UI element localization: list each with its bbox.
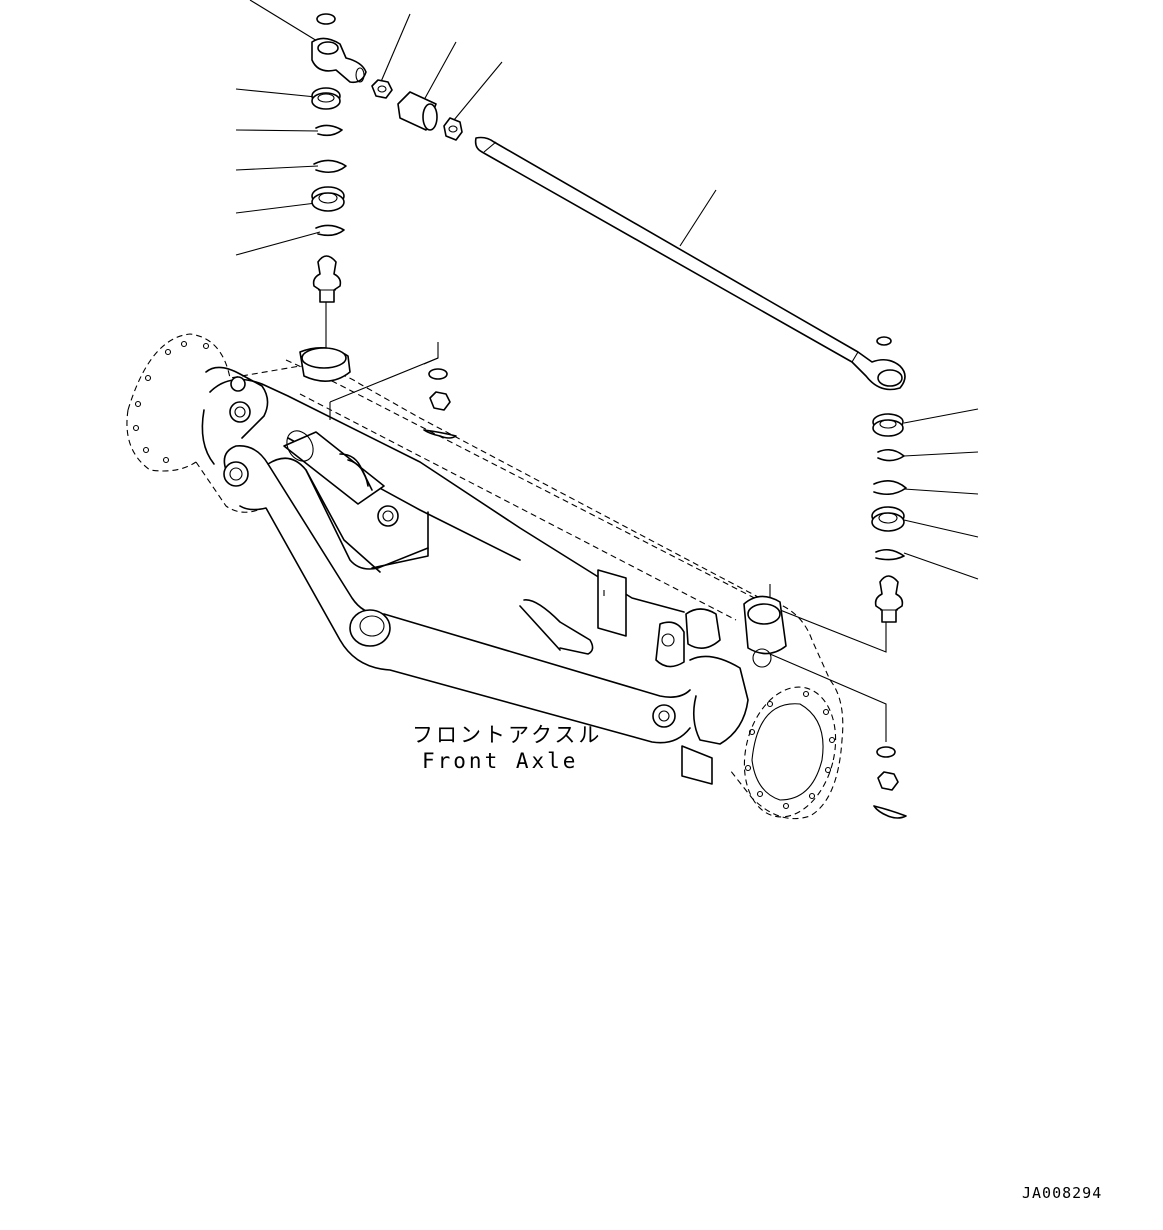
axle-phantom xyxy=(126,333,844,820)
front-axle-label-jp: フロントアクスル xyxy=(412,723,602,747)
center-frame xyxy=(209,378,691,744)
ball-stud-left xyxy=(312,255,342,303)
sleeve xyxy=(397,91,438,131)
seal-stack-left xyxy=(311,87,347,237)
fasteners-left xyxy=(423,368,457,439)
front-axle-label-en: Front Axle xyxy=(422,749,578,773)
seal-stack-right xyxy=(871,413,907,561)
ball-stud-right xyxy=(874,575,904,623)
nut-top-2 xyxy=(443,117,463,141)
leader-lines xyxy=(235,0,979,742)
fasteners-right xyxy=(873,746,907,819)
tie-rod-end-left xyxy=(311,13,367,84)
right-end-details xyxy=(652,595,787,785)
left-end-details xyxy=(201,347,351,487)
tie-rod xyxy=(474,136,906,391)
nut-top xyxy=(371,79,393,99)
drawing-code: JA008294 xyxy=(1022,1184,1102,1202)
hydraulic-cylinder xyxy=(283,430,399,527)
